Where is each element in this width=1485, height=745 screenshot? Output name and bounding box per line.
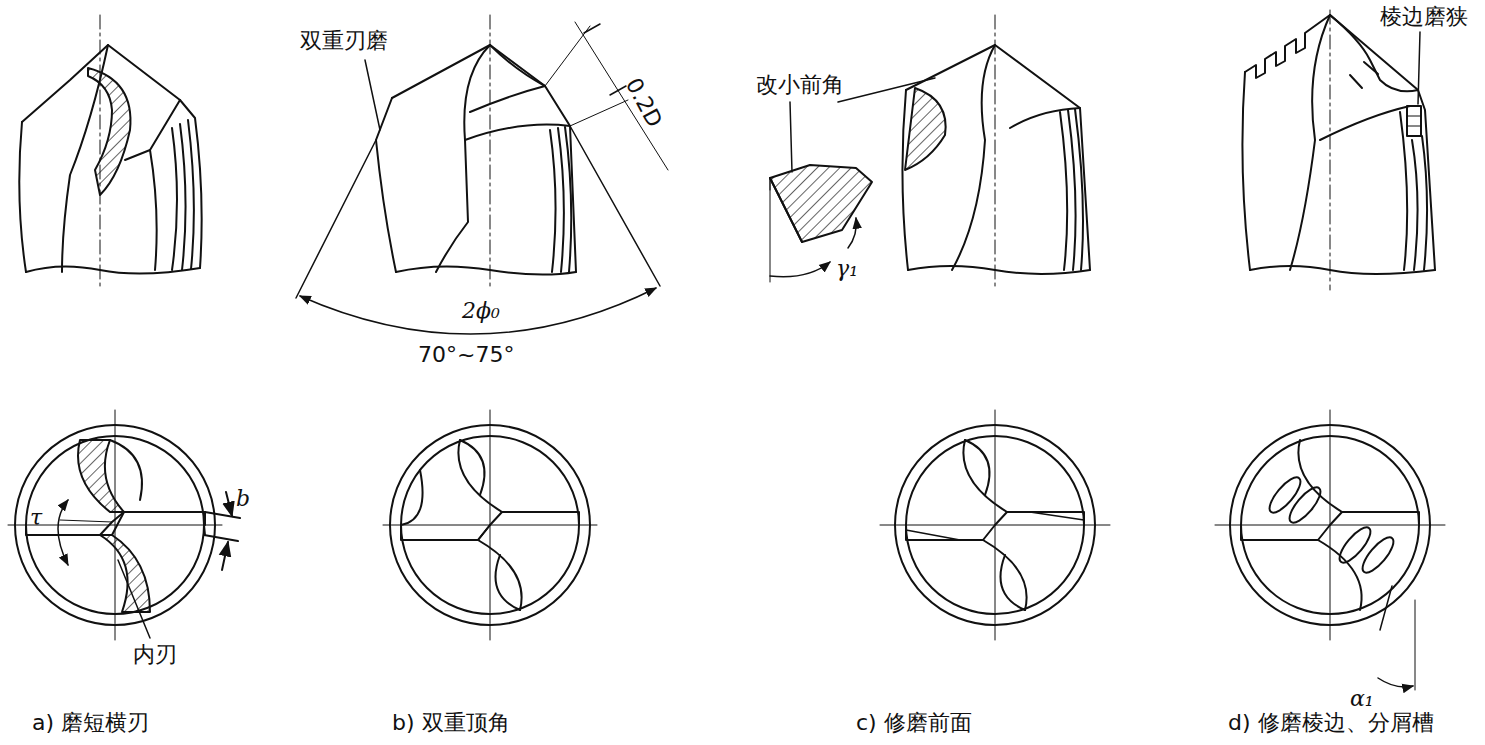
- figure-caption: b) 双重顶角: [392, 710, 510, 735]
- drill-b: [296, 15, 668, 334]
- dimension-label: 内刃: [133, 642, 177, 667]
- drill-c-end: [880, 410, 1110, 640]
- dimension-label: γ₁: [836, 256, 858, 281]
- dimension-label: τ: [30, 505, 42, 530]
- dimension-label: α₁: [1350, 686, 1374, 711]
- drill-a-end: [8, 410, 240, 640]
- dimension-label: 70°~75°: [418, 342, 514, 367]
- dimension-label: 双重刃磨: [300, 28, 388, 53]
- dimension-label: 2ϕ₀: [462, 298, 500, 323]
- drill-b-end: [383, 410, 597, 640]
- drill-d-end: [1215, 410, 1445, 690]
- figure-caption: a) 磨短横刃: [32, 710, 149, 735]
- dimension-label: 棱边磨狭: [1380, 4, 1468, 29]
- rake-section: [770, 78, 935, 282]
- figure-caption: c) 修磨前面: [856, 710, 972, 735]
- dimension-label: 改小前角: [756, 72, 844, 97]
- drill-a: [19, 15, 201, 290]
- figure-caption: d) 修磨棱边、分屑槽: [1228, 710, 1434, 735]
- drill-c: [902, 15, 1090, 290]
- dimension-label: b: [236, 486, 250, 511]
- dimension-label: 0.2D: [621, 74, 668, 132]
- drill-d: [1242, 10, 1435, 290]
